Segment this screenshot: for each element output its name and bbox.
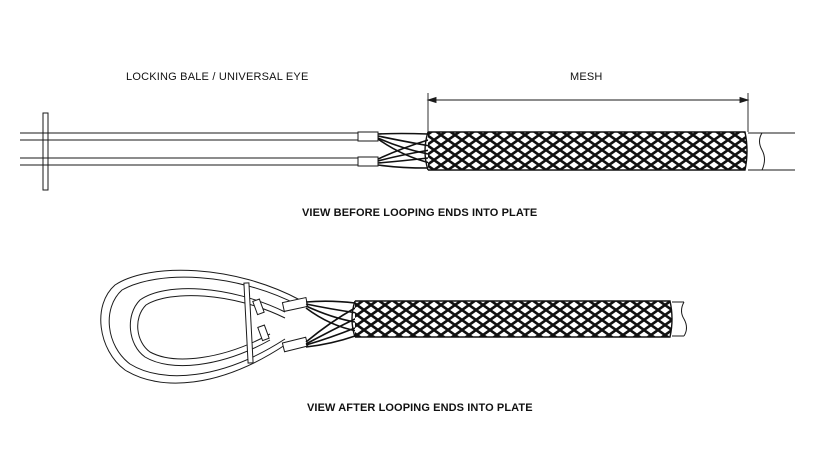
locking-bale-label: LOCKING BALE / UNIVERSAL EYE — [126, 71, 309, 83]
mesh-dimension — [426, 93, 750, 132]
cable-break-bottom — [681, 301, 687, 337]
strand-fan-top — [377, 132, 431, 169]
mesh-body-top — [428, 132, 747, 170]
plate-tab-lower — [257, 324, 270, 342]
ferrule-lower-bottom — [281, 336, 309, 353]
locking-plate-bottom — [243, 282, 254, 364]
strand-fan-bottom — [305, 300, 358, 348]
ferrule-upper-top — [357, 131, 379, 142]
view-before-label: VIEW BEFORE LOOPING ENDS INTO PLATE — [302, 207, 538, 219]
cable-break-top — [759, 132, 765, 171]
locking-plate-top — [42, 112, 49, 191]
mesh-body-bottom — [355, 301, 672, 337]
view-after-label: VIEW AFTER LOOPING ENDS INTO PLATE — [307, 402, 533, 414]
ferrule-lower-top — [357, 156, 379, 167]
top-view — [20, 93, 795, 191]
eye-loop-inner — [129, 288, 286, 366]
bottom-view — [100, 269, 687, 384]
eye-loop-outer — [100, 269, 301, 384]
mesh-label: MESH — [570, 71, 603, 83]
plate-tab-upper — [252, 298, 265, 316]
